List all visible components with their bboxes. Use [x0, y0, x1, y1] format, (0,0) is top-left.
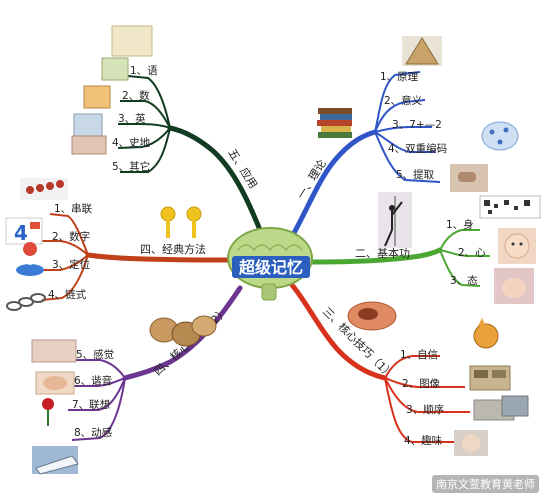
- train-icon: [32, 446, 79, 475]
- b5-item-1: 1、串联: [54, 203, 93, 215]
- center-title: 超级记忆: [238, 258, 303, 277]
- b4-item-8: 8、动感: [74, 426, 113, 439]
- b1-item-4: 4、双重编码: [388, 142, 447, 155]
- branch-b3-trunk: [289, 282, 388, 381]
- b4-item-7: 7、联想: [72, 398, 110, 411]
- b5-item-3: 3、定位: [52, 258, 91, 271]
- branch-b1-subs: [374, 71, 441, 183]
- keys-icon: [160, 206, 202, 238]
- b1-sub-1: [374, 71, 421, 133]
- photo-cards-icon: [469, 365, 511, 391]
- b3-item-2: 2、图像: [402, 378, 441, 390]
- b4-item-6: 6、谐音: [74, 374, 112, 387]
- b6-sub-3: [118, 123, 171, 129]
- senior-face-icon: [454, 430, 488, 456]
- b3-item-3: 3、顺序: [406, 403, 444, 416]
- b6-item-5: 5、其它: [112, 160, 150, 173]
- brain-stem: [261, 283, 277, 301]
- branch-b2-subs: [439, 229, 490, 287]
- textbooks-icon: [71, 25, 153, 155]
- peach-icon: [347, 301, 397, 331]
- b4-sub-8: [71, 377, 126, 441]
- branch-b6-subs: [117, 75, 171, 173]
- b1-item-3: 3、7+—2: [392, 119, 442, 131]
- b3-sub-4: [384, 377, 460, 443]
- b6-item-3: 3、英: [118, 112, 146, 125]
- branch-b1-trunk: [287, 129, 378, 243]
- b4-sub-7: [68, 377, 126, 411]
- b3-sub-1: [384, 355, 440, 379]
- branch-b5-trunk: [85, 252, 238, 263]
- books-icon: [317, 108, 352, 138]
- sleeping-baby-icon: [494, 268, 534, 304]
- location-pin-icon: [16, 242, 44, 276]
- hand-pointing-icon: [450, 164, 488, 192]
- b3-item-4: 4、趣味: [404, 434, 443, 447]
- b6-sub-2: [120, 100, 171, 129]
- b2-item-3: 3、态: [450, 274, 478, 287]
- b5-item-4: 4、链式: [48, 288, 87, 301]
- branch-b2-trunk: [297, 247, 443, 265]
- baby-face-icon: [498, 228, 536, 264]
- central-topic: 超级记忆: [227, 227, 313, 301]
- b3-sub-3: [384, 377, 470, 413]
- branch-b5-subs: [41, 213, 89, 301]
- b3-item-1: 1、自信: [400, 348, 438, 361]
- fox-cartoon-icon: [473, 318, 499, 349]
- b4-sub-5: [72, 359, 126, 379]
- pyramid-icon: [402, 36, 442, 66]
- branch-b3-subs: [384, 355, 470, 443]
- b2-item-1: 1、身: [446, 218, 474, 231]
- number-four-icon: 4: [5, 217, 43, 245]
- b1-item-5: 5、提取: [396, 169, 435, 181]
- rose-icon: [42, 398, 54, 426]
- b6-sub-4: [117, 127, 171, 149]
- branch-b4-trunk: [122, 285, 243, 381]
- b6-item-1: 1、语: [130, 65, 158, 77]
- b6-sub-1: [127, 75, 171, 129]
- watermark: 南京文萱教育黄老师: [432, 475, 539, 493]
- walnut-icon: [149, 315, 217, 347]
- b3-sub-2: [384, 377, 465, 388]
- b5-sub-1: [49, 213, 89, 256]
- brain-network-icon: [481, 121, 519, 151]
- b5-item-2: 2、数字: [52, 230, 90, 243]
- b4-item-5: 5、感觉: [76, 348, 114, 361]
- b5-sub-3: [42, 254, 89, 271]
- b2-sub-2: [439, 249, 490, 257]
- b1-item-2: 2、意义: [384, 94, 423, 107]
- b6-item-2: 2、数: [122, 89, 150, 102]
- chain-link-icon: [6, 293, 46, 311]
- b1-sub-5: [374, 131, 441, 183]
- b5-sub-4: [41, 254, 89, 301]
- dancer-icon: [378, 192, 412, 248]
- branch-b4-subs: [68, 359, 126, 441]
- b5-sub-2: [42, 240, 89, 256]
- b1-item-1: 1、原理: [380, 71, 419, 83]
- stacked-photos-icon: [473, 395, 529, 421]
- branch-b5-title: 四、经典方法: [140, 242, 206, 256]
- b1-sub-2: [374, 99, 426, 133]
- foot-icon: [35, 371, 75, 395]
- b1-sub-4: [374, 131, 435, 153]
- qr-code-icon: [479, 195, 541, 219]
- branch-b6-trunk: [167, 125, 265, 238]
- b1-sub-3: [374, 126, 432, 133]
- chain-beads-icon: [20, 178, 68, 200]
- branch-b2-title: 二、基本功: [355, 246, 410, 260]
- b2-sub-1: [439, 229, 480, 251]
- b2-item-2: 2、心: [458, 247, 486, 259]
- svg-text:4: 4: [14, 221, 28, 245]
- b4-sub-6: [70, 377, 126, 387]
- b6-sub-5: [120, 127, 171, 173]
- b6-item-4: 4、史地: [112, 136, 151, 149]
- senses-icon: [31, 339, 77, 363]
- center-title-box: [232, 256, 310, 278]
- b2-sub-3: [439, 249, 481, 287]
